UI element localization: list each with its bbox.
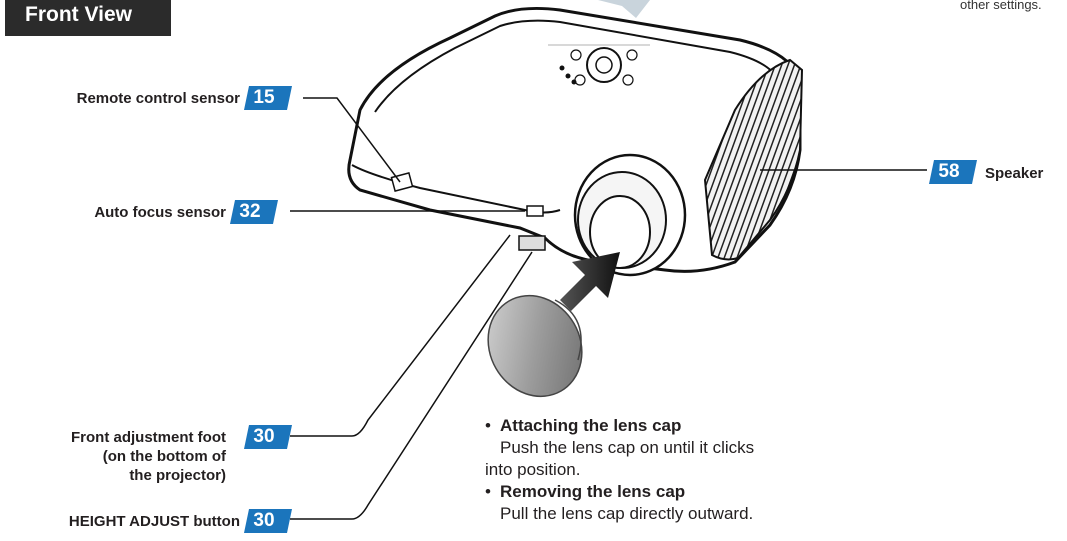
height-adjust-page-badge[interactable]: 30 [244, 509, 292, 533]
attach-bullet: • Attaching the lens cap Push the lens c… [485, 415, 885, 459]
front-foot-label-line1: Front adjustment foot [71, 429, 226, 446]
leader-height-adjust [290, 251, 533, 520]
front-foot-page: 30 [253, 426, 275, 447]
remove-line1: Pull the lens cap directly outward. [500, 504, 754, 523]
height-adjust-button-shape [518, 235, 546, 251]
projector-body [347, 6, 804, 277]
lens-cap-illustration [487, 294, 583, 398]
speaker-label: Speaker [985, 165, 1044, 182]
bullet-dot: • [485, 416, 491, 435]
lens-cap-instructions: • Attaching the lens cap Push the lens c… [485, 415, 885, 525]
speaker-page-badge[interactable]: 58 [929, 160, 977, 184]
attach-title: Attaching the lens cap [500, 416, 682, 435]
leader-foot [290, 234, 511, 437]
push-arrow-shape [560, 252, 620, 311]
section-title-tab: Front View [5, 0, 171, 36]
attach-line2: into position. [485, 460, 581, 479]
auto-focus-window [526, 205, 544, 217]
auto-focus-page: 32 [239, 201, 261, 222]
bullet-dot: • [485, 482, 491, 501]
auto-focus-label: Auto focus sensor [94, 204, 226, 221]
remove-title: Removing the lens cap [500, 482, 686, 501]
top-arrow-shape [598, 0, 650, 18]
height-adjust-label: HEIGHT ADJUST button [68, 513, 240, 530]
front-foot-label: Front adjustment foot (on the bottom of … [10, 428, 226, 485]
auto-focus-page-badge[interactable]: 32 [230, 200, 278, 224]
front-foot-page-badge[interactable]: 30 [244, 425, 292, 449]
section-title: Front View [25, 3, 132, 26]
front-foot-label-line3: the projector) [129, 467, 226, 484]
leader-remote-sensor [303, 97, 401, 183]
remote-sensor-label: Remote control sensor [76, 90, 240, 107]
remove-bullet: • Removing the lens cap Pull the lens ca… [485, 481, 885, 525]
remote-sensor-page: 15 [253, 87, 275, 108]
lens-glass [589, 195, 651, 269]
speaker-grille [703, 58, 804, 261]
corner-note: other settings. [960, 0, 1042, 12]
remote-sensor-page-badge[interactable]: 15 [244, 86, 292, 110]
attach-line1: Push the lens cap on until it clicks [500, 438, 755, 457]
height-adjust-page: 30 [253, 510, 275, 531]
speaker-page: 58 [938, 161, 960, 182]
control-panel-icon [548, 44, 650, 86]
front-foot-label-line2: (on the bottom of [102, 448, 226, 465]
